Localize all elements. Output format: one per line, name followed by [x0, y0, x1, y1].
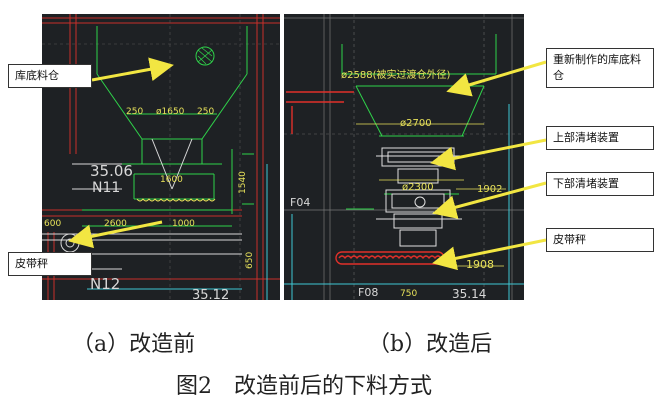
dim-label: 1540 — [238, 171, 248, 194]
subcaption-b: （b）改造后 — [368, 332, 493, 357]
subcaption-a: （a）改造前 — [72, 332, 196, 357]
level-label: 35.06 — [90, 162, 133, 180]
callout-silo-before: 库底料仓 — [8, 64, 92, 88]
cad-panel-after: ø2588(被实过渡仓外径) ø2700 ø2300 1902 F04 1908… — [284, 14, 524, 300]
level-label: N12 — [90, 275, 120, 293]
level-label: N11 — [92, 180, 120, 196]
cad-drawing-after: ø2588(被实过渡仓外径) ø2700 ø2300 1902 F04 1908… — [284, 14, 524, 300]
dim-label: 250 — [197, 107, 214, 117]
dim-label: 650 — [245, 252, 255, 269]
callout-belt-after: 皮带秤 — [546, 228, 654, 252]
dim-label: 250 — [126, 107, 143, 117]
dim-label: 750 — [400, 289, 417, 299]
dim-label: ø2588(被实过渡仓外径) — [341, 68, 450, 81]
dim-label: ø2700 — [400, 118, 432, 129]
level-label: 35.12 — [192, 288, 229, 300]
dim-label: 1908 — [466, 258, 494, 271]
callout-belt-before: 皮带秤 — [8, 252, 92, 276]
callout-silo-after: 重新制作的库底料仓 — [546, 48, 654, 88]
dim-label: 1902 — [477, 184, 502, 195]
dim-label: ø2300 — [402, 182, 434, 193]
dim-label: 1600 — [160, 175, 183, 185]
level-label: F04 — [290, 196, 310, 209]
dim-label: 2600 — [104, 219, 127, 229]
dim-label: 600 — [44, 219, 61, 229]
callout-lower-after: 下部清堵装置 — [546, 172, 654, 196]
dim-label: 1000 — [172, 219, 195, 229]
level-label: F08 — [358, 286, 378, 299]
figure-caption: 图2 改造前后的下料方式 — [176, 374, 432, 399]
dim-label: ø1650 — [156, 107, 185, 117]
level-label: 35.14 — [452, 287, 486, 300]
callout-upper-after: 上部清堵装置 — [546, 126, 654, 150]
